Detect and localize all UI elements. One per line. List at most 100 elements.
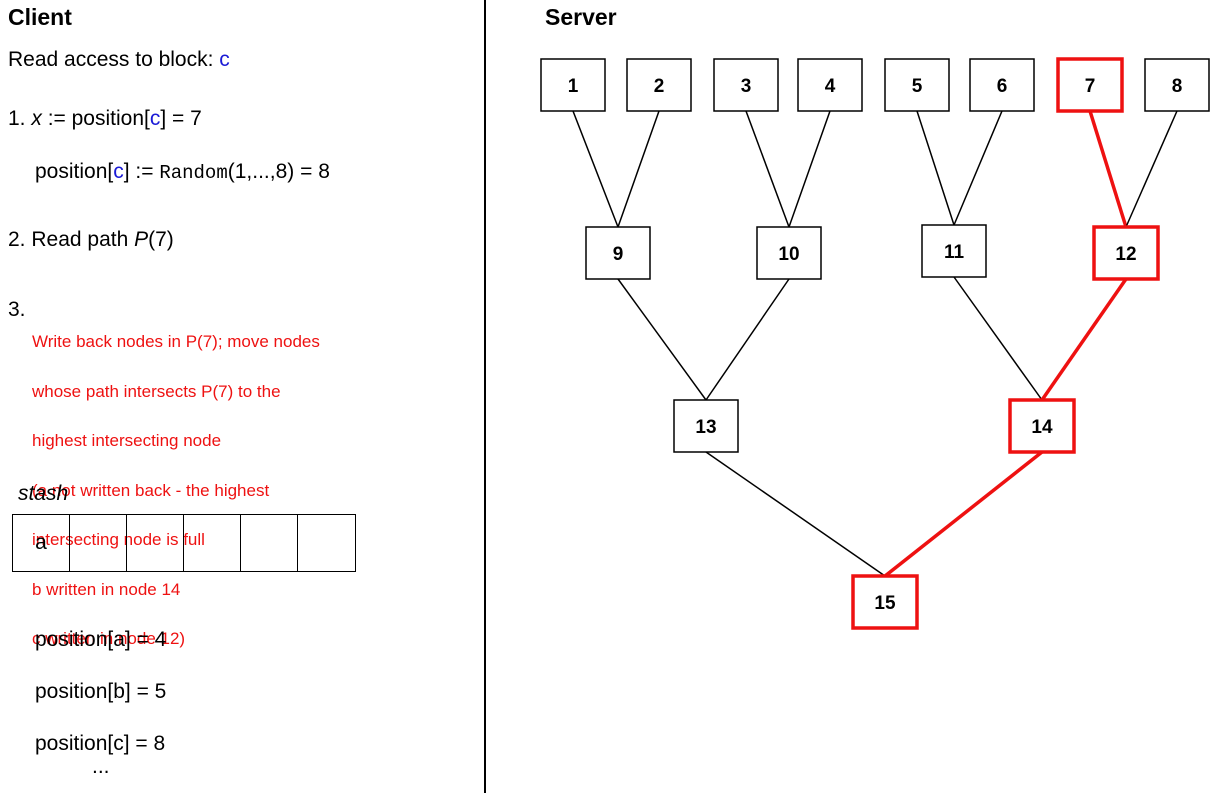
read-access-block: c (219, 48, 230, 71)
step-3-line: (a not written back - the highest (32, 480, 270, 500)
step-2-line: 2. Read path P(7) (8, 228, 174, 252)
tree-node-box (1092, 225, 1160, 281)
tree-node-4: 4 (797, 58, 863, 112)
stash-table: a (12, 514, 356, 572)
step-3-line: b written in node 14 (32, 579, 181, 599)
edge-3-10 (745, 110, 790, 228)
edge-8-12 (1125, 110, 1178, 228)
edge-12-14 (1040, 278, 1128, 401)
tree-node-label: 6 (997, 76, 1008, 97)
stash-label: stash (18, 482, 69, 505)
tree-node-label: 3 (741, 76, 752, 97)
tree-node-label: 1 (568, 76, 579, 97)
tree-node-label: 14 (1031, 417, 1053, 438)
tree-node-2: 2 (626, 58, 692, 112)
read-access-line: Read access to block: c (8, 48, 230, 72)
tree-node-box (797, 58, 863, 112)
tree-node-box (756, 226, 822, 280)
step-1b-line: position[c] := Random(1,...,8) = 8 (35, 160, 330, 184)
step-2-path-var: P (134, 228, 149, 251)
tree-node-box (851, 574, 919, 630)
edge-11-14 (953, 276, 1043, 401)
step-1-line: 1. x := position[c] = 7 (8, 107, 202, 131)
tree-node-3: 3 (713, 58, 779, 112)
tree-node-9: 9 (585, 226, 651, 280)
tree-node-label: 4 (825, 76, 836, 97)
edge-6-11 (953, 110, 1003, 226)
step-3-line: highest intersecting node (32, 431, 222, 450)
position-b-line: position[b] = 5 (35, 680, 167, 703)
step-1b-position-text: position[ (35, 160, 114, 183)
step-1-number: 1. (8, 107, 32, 130)
tree-node-7: 7 (1056, 57, 1124, 113)
tree-node-label: 12 (1115, 244, 1136, 265)
step-1-position-text: := position[ (41, 107, 150, 130)
step-3-line: whose path intersects P(7) to the (32, 381, 281, 401)
step-3-number: 3. (8, 298, 26, 321)
tree-node-5: 5 (884, 58, 950, 112)
tree-node-10: 10 (756, 226, 822, 280)
step-2-path-arg: (7) (148, 228, 174, 251)
edge-9-13 (617, 278, 707, 401)
tree-node-14: 14 (1008, 398, 1076, 454)
tree-node-label: 8 (1172, 76, 1183, 97)
edge-2-9 (617, 110, 660, 228)
step-2-text: 2. Read path (8, 228, 135, 251)
step-1b-random-func: Random (159, 162, 228, 184)
tree-node-box (585, 226, 651, 280)
tree-node-box (1144, 58, 1210, 112)
read-access-label: Read access to block: (8, 48, 220, 71)
tree-node-label: 2 (654, 76, 665, 97)
step-1-block: c (149, 107, 161, 130)
panel-divider (484, 0, 486, 793)
edge-13-15 (705, 451, 886, 577)
stash-cell (241, 515, 298, 571)
tree-node-6: 6 (969, 58, 1035, 112)
edge-10-13 (705, 278, 790, 401)
tree-node-label: 5 (912, 76, 923, 97)
tree-node-label: 15 (874, 593, 896, 614)
stash-cell (70, 515, 127, 571)
server-title: Server (545, 4, 617, 30)
tree-node-1: 1 (540, 58, 606, 112)
tree-node-box (540, 58, 606, 112)
position-a-line: position[a] = 4 (35, 628, 167, 651)
step-1b-range: (1,...,8) = 8 (227, 160, 330, 183)
positions-ellipsis: ... (92, 755, 110, 778)
tree-node-label: 7 (1085, 76, 1096, 97)
stash-cell (127, 515, 184, 571)
tree-node-box (884, 58, 950, 112)
step-1-variable: x (31, 107, 42, 130)
step-1b-block: c (113, 160, 124, 183)
step-1b-assign: ] := (123, 160, 160, 183)
edge-14-15 (883, 450, 1044, 578)
tree-node-box (969, 58, 1035, 112)
step-1-value: ] = 7 (160, 107, 202, 130)
edge-4-10 (788, 110, 831, 228)
tree-node-15: 15 (851, 574, 919, 630)
tree-node-box (713, 58, 779, 112)
tree-node-label: 10 (778, 244, 799, 265)
edge-7-12 (1088, 110, 1128, 228)
tree-node-13: 13 (673, 399, 739, 453)
tree-node-label: 13 (695, 417, 716, 438)
edge-5-11 (916, 110, 955, 226)
step-3-line: Write back nodes in P(7); move nodes (32, 332, 320, 351)
tree-node-label: 11 (944, 242, 965, 263)
tree-node-box (921, 224, 987, 278)
edge-1-9 (572, 110, 619, 228)
tree-node-box (1056, 57, 1124, 113)
tree-node-label: 9 (613, 244, 624, 265)
step-3-text: Write back nodes in P(7); move nodes who… (32, 301, 320, 681)
client-title: Client (8, 4, 72, 30)
tree-node-8: 8 (1144, 58, 1210, 112)
tree-node-12: 12 (1092, 225, 1160, 281)
stash-cell: a (13, 515, 70, 571)
position-c-line: position[c] = 8 (35, 732, 166, 755)
tree-node-11: 11 (921, 224, 987, 278)
step-3-line: c written in node 12) (32, 629, 186, 648)
step-3-line: intersecting node is full (32, 530, 205, 549)
tree-node-box (1008, 398, 1076, 454)
stash-cell (184, 515, 241, 571)
